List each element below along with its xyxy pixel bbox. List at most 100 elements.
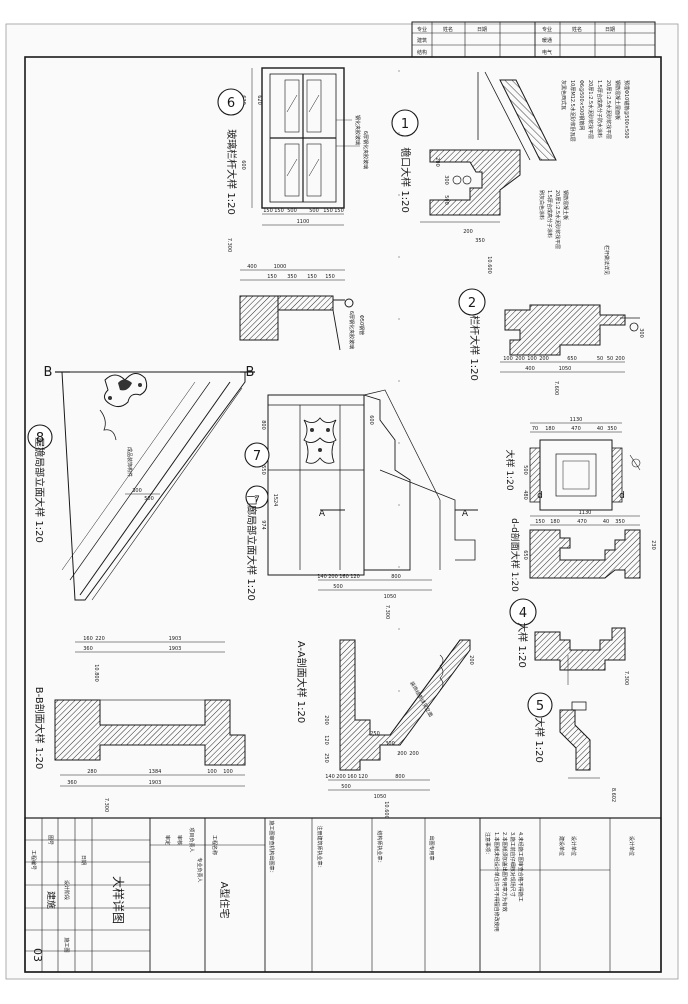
dim-g-w1: 150 [263, 208, 273, 214]
tb-label-no: 工程编号 [30, 850, 37, 870]
tb-stamp-1: 施工图审查机构出图章： [268, 820, 275, 875]
dim-aa-h1: 200 [323, 715, 329, 725]
cs-l1: 建筑 [417, 37, 427, 44]
dim-s1-2: 300 [443, 175, 449, 185]
dim-s2-total: 1050 [559, 366, 572, 372]
cs-h6: 日期 [605, 27, 615, 33]
dim-aa-m3: 200 [397, 751, 407, 757]
tb-note-2: 2.本图纸须加盖出图专用章方为有效 [501, 832, 508, 912]
dim-d1-4: 40 [597, 426, 603, 432]
detail-8-bubble [27, 424, 53, 450]
roof-note-6: 20厚1:2.5水泥砂浆找平层 [605, 80, 612, 139]
dim-bb-b1: 280 [87, 769, 97, 775]
tb-note-1: 1.本图纸未经设计单位许可不得擅自修改使用 [493, 832, 500, 932]
elev-6: 7.300 [226, 238, 232, 252]
detail-4: 7.300 4 大样 1:20 [509, 598, 629, 685]
dim-aa-h4: 200 [468, 655, 474, 665]
cs-r1: 暖通 [542, 37, 552, 44]
section-mark-b1: B [44, 365, 53, 380]
detail-8-eave-elevation: 成品装饰构件 300 500 B B 8 屋檐局部立面大样 1:20 [27, 365, 255, 601]
detail-7-portico: A A 800 550 974 1524 600 140 200 160 120… [244, 389, 478, 619]
bb-title: B-B剖面大样 1:20 [33, 687, 46, 770]
dim-g-h3: 620 [256, 95, 262, 105]
elev-bb-top: 10.800 [93, 664, 99, 682]
dim-r-total: 1000 [274, 264, 287, 270]
tb-date-label: 日期 [80, 855, 86, 865]
dim-r-1: 400 [247, 264, 257, 270]
dim-s2-7: 50 [607, 356, 613, 362]
dim-e7-h2: 550 [260, 465, 266, 475]
detail-4-num: 4 [519, 606, 527, 621]
tb-project-label: 工程名称 [211, 835, 218, 855]
dim-bb-t2: 220 [95, 636, 105, 642]
section-mark-a2: A [462, 509, 469, 519]
elev-5: 8.602 [610, 788, 616, 802]
dim-bb-t1: 160 [83, 636, 93, 642]
dim-g-w3: 500 [287, 208, 297, 214]
dim-e7-w3: 160 [339, 574, 349, 580]
dim-e7-w5: 800 [391, 574, 401, 580]
dim-r-4: 150 [307, 274, 317, 280]
elev-2: 7.600 [553, 381, 559, 395]
dim-s2-4: 200 [539, 356, 549, 362]
dim-bb-total: 1903 [149, 780, 162, 786]
dim-s2-h: 300 [638, 328, 644, 338]
dim-d2-3: 470 [577, 519, 587, 525]
dim-bb-b2: 1384 [149, 769, 162, 775]
dim-d2-h3: 230 [650, 540, 656, 550]
dim-g-w2: 150 [274, 208, 284, 214]
dim-d2-total: 1130 [579, 510, 592, 516]
detail-7-num: 7 [253, 449, 261, 464]
section-mark-a1: A [319, 509, 326, 519]
dim-aa-w5: 800 [395, 774, 405, 780]
roof-note-5: 1.5厚合成高分子防水涂料 [596, 80, 603, 138]
detail-2-bubble [458, 288, 486, 316]
tb-stage-label: 设计阶段 [63, 880, 70, 900]
dim-g-total: 1100 [297, 219, 310, 225]
detail-aa-section: 140 200 160 120 800 500 1050 200 120 250… [295, 639, 474, 819]
glass-note-2: 6厚钢化夹胶玻璃 [362, 131, 369, 169]
detail-1-title: 檐口大样 1:20 [399, 147, 412, 213]
tb-cert: 出图专用章 [428, 835, 435, 860]
dim-e7-t2: 1050 [384, 594, 397, 600]
elev-bb-bot: 7.300 [103, 798, 109, 812]
elev-1: 10.600 [486, 256, 492, 274]
dim-d1-1: 70 [532, 426, 538, 432]
paper-shadow [5, 23, 679, 980]
roof-note-8: 预埋Φ10锚筋@500×500 [623, 80, 630, 139]
dim-s1-1: 200 [434, 157, 440, 167]
eave-note-4: 钢筋混凝土板 [562, 190, 569, 220]
dim-d1-3: 470 [571, 426, 581, 432]
section-mark-d2: d [619, 491, 625, 501]
roof-note-1: 灰黑色西式瓦 [560, 80, 567, 110]
dd-title: d-d剖面大样 1:20 [509, 518, 521, 592]
elev-7: 7.300 [384, 605, 390, 619]
tb-drawing-name: 大样详图 [111, 876, 126, 924]
dim-g-w4: 500 [309, 208, 319, 214]
cs-h5: 姓名 [572, 26, 582, 33]
tb-stamp-3: 结构师执业章： [376, 830, 383, 865]
eave-note-3: 20厚1:2.5水泥砂浆找平层 [554, 190, 561, 249]
countersign-table: 专业 姓名 日期 专业 姓名 日期 建筑 结构 暖通 电气 [411, 21, 656, 58]
eave-note-1: 刷灰白色涂料 [538, 190, 545, 220]
dim-aa-w3: 160 [347, 774, 357, 780]
dim-e7-h3: 974 [260, 520, 266, 530]
dim-aa-t2: 1050 [374, 794, 387, 800]
dim-bb-t3: 1903 [169, 636, 182, 642]
dim-d2-2: 180 [550, 519, 560, 525]
dim-e7-w2: 200 [328, 574, 338, 580]
dim-aa-w1: 140 [325, 774, 335, 780]
dim-s1-3: 500 [443, 195, 449, 205]
tb-note-3: 3.施工前应仔细核对现场尺寸 [509, 832, 516, 897]
detail-2-railing: 100 200 100 200 650 50 50 200 400 1050 3… [458, 288, 644, 395]
dim-d2-4: 40 [603, 519, 609, 525]
detail-8-title: 屋檐局部立面大样 1:20 [33, 437, 46, 543]
dim-aa-m4: 200 [409, 751, 419, 757]
dim-d1-h2: 480 [522, 490, 528, 500]
tb-label-tag: 图号 [47, 835, 53, 845]
dim-r-5: 150 [325, 274, 335, 280]
detail-2-title: 栏杆大样 1:20 [468, 315, 481, 381]
dim-e8-2: 500 [144, 496, 154, 502]
